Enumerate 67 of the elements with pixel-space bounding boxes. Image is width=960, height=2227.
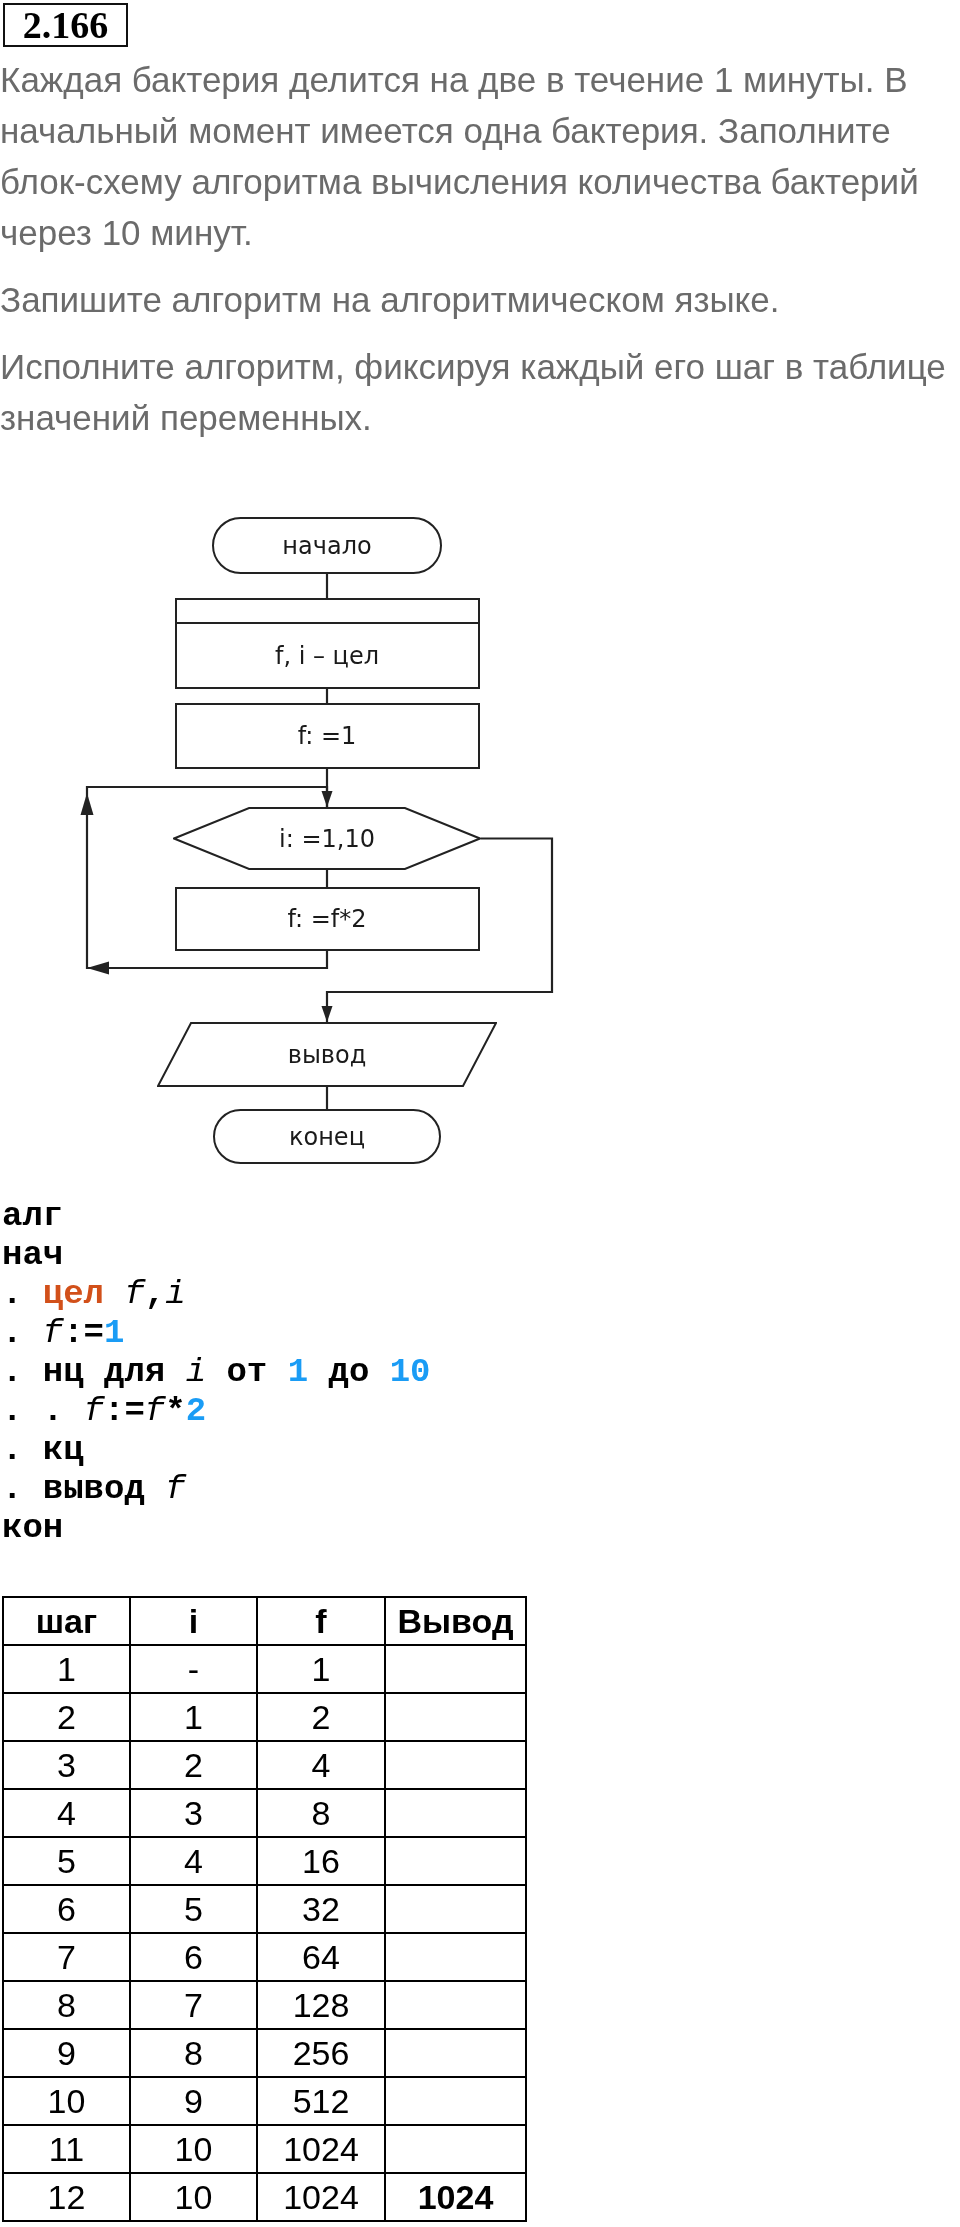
- table-header-cell: i: [130, 1597, 257, 1645]
- table-cell: 256: [257, 2029, 385, 2077]
- start-terminal: начало: [212, 517, 442, 574]
- table-cell: 10: [3, 2077, 130, 2125]
- instruction-text: Запишите алгоритм на алгоритмическом языке.: [0, 279, 781, 321]
- connector-line: [325, 574, 329, 598]
- table-cell: 4: [3, 1789, 130, 1837]
- table-cell: 8: [3, 1981, 130, 2029]
- table-cell: 128: [257, 1981, 385, 2029]
- code-line: . нц для i от 1 до 10: [2, 1353, 431, 1392]
- connector-line: [325, 689, 329, 703]
- table-cell: 7: [130, 1981, 257, 2029]
- connector-line: [325, 870, 329, 887]
- table-cell: 2: [257, 1693, 385, 1741]
- code-line: . . f:=f*2: [2, 1392, 207, 1431]
- code-line: . f:=1: [2, 1314, 125, 1353]
- table-cell: 10: [130, 2125, 257, 2173]
- output-parallelogram: вывод: [157, 1022, 497, 1087]
- table-cell: 1: [3, 1645, 130, 1693]
- table-cell: 10: [130, 2173, 257, 2221]
- table-header-cell: f: [257, 1597, 385, 1645]
- table-cell: 3: [130, 1789, 257, 1837]
- code-line: нач: [2, 1236, 64, 1275]
- table-cell: 16: [257, 1837, 385, 1885]
- process-box: f: =1: [174, 703, 480, 769]
- table-cell: 9: [3, 2029, 130, 2077]
- connector-line: [325, 1087, 329, 1109]
- table-cell: 8: [257, 1789, 385, 1837]
- table-cell: 9: [130, 2077, 257, 2125]
- table-cell: 6: [3, 1885, 130, 1933]
- table-cell: 8: [130, 2029, 257, 2077]
- table-cell: 6: [130, 1933, 257, 1981]
- table-cell: 5: [3, 1837, 130, 1885]
- process-box: f: =f*2: [174, 887, 480, 951]
- table-cell: 64: [257, 1933, 385, 1981]
- table-cell: 1: [257, 1645, 385, 1693]
- table-cell: 1: [130, 1693, 257, 1741]
- table-header-cell: Вывод: [385, 1597, 526, 1645]
- code-line: кон: [2, 1509, 64, 1548]
- table-cell: -: [130, 1645, 257, 1693]
- loop-back-arrow: [80, 785, 333, 975]
- table-cell: 2: [3, 1693, 130, 1741]
- table-cell: 11: [3, 2125, 130, 2173]
- table-header-cell: шаг: [3, 1597, 130, 1645]
- table-cell: 12: [3, 2173, 130, 2221]
- code-line: . цел f,i: [2, 1275, 186, 1314]
- table-cell: 512: [257, 2077, 385, 2125]
- table-cell: 7: [3, 1933, 130, 1981]
- table-cell: 1024: [257, 2125, 385, 2173]
- code-line: алг: [2, 1197, 64, 1236]
- instruction-text: Исполните алгоритм, фиксируя каждый его шаг в таблице значений переменных.: [0, 346, 947, 439]
- table-cell: 1024: [385, 2173, 526, 2221]
- end-terminal: конец: [213, 1109, 441, 1164]
- table-cell: 4: [130, 1837, 257, 1885]
- code-line: . вывод f: [2, 1470, 186, 1509]
- declaration-box: f, i – цел: [174, 598, 480, 689]
- problem-text: Каждая бактерия делится на две в течение 1 минуты. В начальный момент имеется одна бактерия. Заполните блок-схему алгоритма вычисления количества бактерий через 10 минут.: [0, 59, 920, 254]
- table-cell: 3: [3, 1741, 130, 1789]
- arrow: [321, 837, 554, 1022]
- table-cell: 32: [257, 1885, 385, 1933]
- table-cell: 5: [130, 1885, 257, 1933]
- table-cell: 2: [130, 1741, 257, 1789]
- problem-number-box: 2.166: [3, 3, 128, 47]
- code-line: . кц: [2, 1431, 84, 1470]
- table-cell: 1024: [257, 2173, 385, 2221]
- loop-hexagon: i: =1,10: [173, 807, 481, 870]
- table-cell: 4: [257, 1741, 385, 1789]
